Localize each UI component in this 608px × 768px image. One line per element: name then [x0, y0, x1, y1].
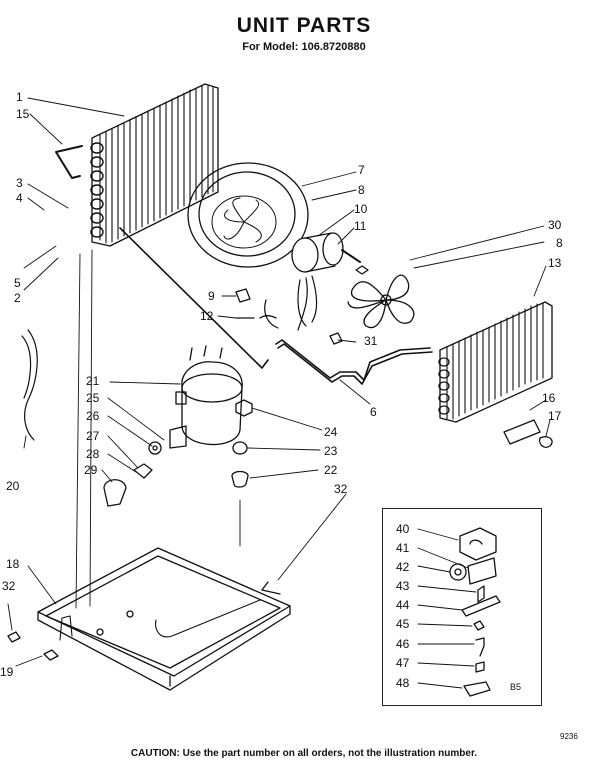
wire-harness	[21, 329, 38, 441]
base-pan	[37, 547, 291, 691]
refrigerant-tubing	[119, 227, 433, 385]
model-subtitle: For Model: 106.8720880	[242, 41, 366, 53]
callout-10: 10	[354, 202, 368, 216]
callout-31: 31	[364, 334, 378, 348]
callout-32-right: 32	[334, 482, 348, 496]
callout-27: 27	[86, 429, 100, 443]
callout-20: 20	[6, 479, 20, 493]
callout-42: 42	[396, 560, 410, 574]
callout-25: 25	[86, 391, 100, 405]
callout-23: 23	[324, 444, 338, 458]
callout-22: 22	[324, 463, 338, 477]
fan-shroud	[187, 162, 309, 268]
callout-26: 26	[86, 409, 100, 423]
callout-40: 40	[396, 522, 410, 536]
callout-46: 46	[396, 637, 410, 651]
callout-45: 45	[396, 617, 410, 631]
leader-lines	[7, 97, 551, 667]
fan-motor	[264, 232, 361, 331]
callout-2: 2	[14, 291, 21, 305]
callout-18: 18	[6, 557, 20, 571]
callout-16: 16	[542, 391, 556, 405]
callout-21: 21	[86, 374, 100, 388]
callout-29: 29	[84, 463, 98, 477]
callout-12: 12	[200, 309, 214, 323]
fan-blade	[347, 274, 415, 329]
inset-box	[382, 508, 542, 706]
callout-43: 43	[396, 579, 410, 593]
page-title: UNIT PARTS	[236, 14, 372, 37]
caution-note: CAUTION: Use the part number on all orde…	[130, 748, 478, 759]
callout-32-left: 32	[2, 579, 16, 593]
condenser-coil	[55, 83, 219, 247]
drawing-code: 9236	[560, 732, 578, 741]
callout-15: 15	[16, 107, 30, 121]
callout-7: 7	[358, 163, 365, 177]
callout-13: 13	[548, 256, 562, 270]
compressor	[169, 345, 243, 449]
callout-28: 28	[86, 447, 100, 461]
inset-code: B5	[510, 682, 522, 692]
callout-8-right: 8	[556, 236, 563, 250]
callout-1: 1	[16, 90, 23, 104]
callout-9: 9	[208, 289, 215, 303]
callout-30: 30	[548, 218, 562, 232]
callout-17: 17	[548, 409, 562, 423]
callout-44: 44	[396, 598, 410, 612]
compressor-mounting-hardware	[103, 265, 369, 507]
callout-4: 4	[16, 191, 23, 205]
callout-48: 48	[396, 676, 410, 690]
callout-6: 6	[370, 405, 377, 419]
callout-24: 24	[324, 425, 338, 439]
inset-parts	[417, 527, 501, 697]
callout-3: 3	[16, 176, 23, 190]
callout-11: 11	[354, 219, 367, 233]
evaporator-coil	[438, 301, 553, 423]
callout-19: 19	[0, 665, 14, 679]
callout-47: 47	[396, 656, 410, 670]
callout-8-top: 8	[358, 183, 365, 197]
callout-5: 5	[14, 276, 21, 290]
callout-41: 41	[396, 541, 410, 555]
misc-parts-right	[7, 419, 553, 661]
